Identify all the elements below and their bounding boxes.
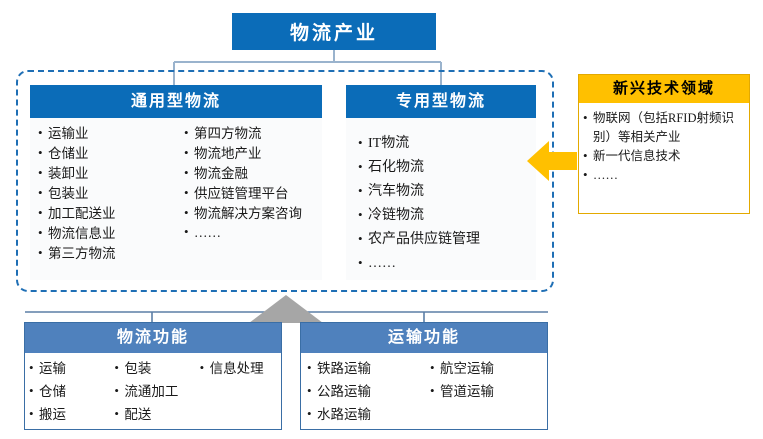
general-column-right: 第四方物流 物流地产业 物流金融 供应链管理平台 物流解决方案咨询 …… — [176, 123, 322, 280]
list-item: 水路运输 — [307, 402, 424, 426]
list-item: 汽车物流 — [358, 179, 536, 204]
panel-special-logistics: 专用型物流 IT物流 石化物流 汽车物流 冷链物流 农产品供应链管理 …… — [346, 85, 536, 280]
panel-logistics-function-body: 运输 仓储 搬运 包装 流通加工 配送 信息处理 — [25, 353, 281, 429]
panel-general-logistics: 通用型物流 运输业 仓储业 装卸业 包装业 加工配送业 物流信息业 第三方物流 … — [30, 85, 322, 280]
panel-special-logistics-body: IT物流 石化物流 汽车物流 冷链物流 农产品供应链管理 …… — [346, 118, 536, 280]
panel-emerging-technology-body: 物联网（包括RFID射频识别）等相关产业 新一代信息技术 …… — [579, 103, 749, 213]
logistics-function-list-1: 运输 仓储 搬运 — [29, 356, 110, 426]
page-title: 物流产业 — [232, 13, 436, 50]
list-item: 公路运输 — [307, 379, 424, 403]
list-item: 铁路运输 — [307, 356, 424, 380]
logistics-function-list-3: 信息处理 — [200, 356, 281, 380]
list-item: 运输 — [29, 356, 110, 380]
list-item: 配送 — [114, 402, 195, 426]
list-item: 装卸业 — [38, 163, 176, 184]
list-item: 物流解决方案咨询 — [184, 203, 322, 223]
transport-function-column-1: 铁路运输 公路运输 水路运输 — [301, 356, 424, 429]
panel-transport-function-header: 运输功能 — [301, 323, 547, 353]
list-item: 仓储 — [29, 379, 110, 403]
list-item: 供应链管理平台 — [184, 183, 322, 204]
industry-scope-group — [16, 70, 554, 292]
general-column-left: 运输业 仓储业 装卸业 包装业 加工配送业 物流信息业 第三方物流 — [30, 123, 176, 280]
logistics-function-list-2: 包装 流通加工 配送 — [114, 356, 195, 426]
list-item: 物联网（包括RFID射频识别）等相关产业 — [583, 108, 745, 147]
list-item: 信息处理 — [200, 356, 281, 380]
list-item: 搬运 — [29, 402, 110, 426]
list-item: 石化物流 — [358, 155, 536, 180]
list-item: 加工配送业 — [38, 203, 176, 224]
panel-emerging-technology: 新兴技术领域 物联网（包括RFID射频识别）等相关产业 新一代信息技术 …… — [578, 74, 750, 214]
list-item: 物流地产业 — [184, 143, 322, 164]
list-item: 农产品供应链管理 — [358, 227, 536, 252]
list-item: 管道运输 — [430, 379, 547, 403]
list-item: …… — [583, 165, 745, 185]
panel-transport-function-body: 铁路运输 公路运输 水路运输 航空运输 管道运输 — [301, 353, 547, 429]
transport-function-list-1: 铁路运输 公路运输 水路运输 — [307, 356, 424, 426]
list-item: 物流金融 — [184, 163, 322, 184]
logistics-function-column-2: 包装 流通加工 配送 — [110, 356, 195, 429]
logistics-function-column-3: 信息处理 — [196, 356, 281, 429]
panel-general-logistics-header: 通用型物流 — [30, 85, 322, 118]
list-item: IT物流 — [358, 131, 536, 156]
logistics-function-column-1: 运输 仓储 搬运 — [25, 356, 110, 429]
list-item: 冷链物流 — [358, 203, 536, 228]
list-item: …… — [358, 251, 536, 276]
list-item: 流通加工 — [114, 379, 195, 403]
list-item: 航空运输 — [430, 356, 547, 380]
general-list-left: 运输业 仓储业 装卸业 包装业 加工配送业 物流信息业 第三方物流 — [38, 123, 176, 264]
transport-function-list-2: 航空运输 管道运输 — [430, 356, 547, 403]
panel-emerging-technology-header: 新兴技术领域 — [579, 75, 749, 103]
list-item: 物流信息业 — [38, 223, 176, 244]
general-list-right: 第四方物流 物流地产业 物流金融 供应链管理平台 物流解决方案咨询 …… — [184, 123, 322, 243]
transport-function-column-2: 航空运输 管道运输 — [424, 356, 547, 429]
panel-logistics-function-header: 物流功能 — [25, 323, 281, 353]
list-item: 运输业 — [38, 123, 176, 144]
list-item: 仓储业 — [38, 143, 176, 164]
page-title-label: 物流产业 — [289, 23, 378, 44]
arrow-up-icon — [249, 295, 323, 323]
special-list: IT物流 石化物流 汽车物流 冷链物流 农产品供应链管理 …… — [358, 131, 536, 276]
panel-transport-function: 运输功能 铁路运输 公路运输 水路运输 航空运输 管道运输 — [300, 322, 548, 430]
arrow-left-icon — [527, 141, 577, 181]
list-item: 包装 — [114, 356, 195, 380]
panel-general-logistics-body: 运输业 仓储业 装卸业 包装业 加工配送业 物流信息业 第三方物流 第四方物流 … — [30, 118, 322, 280]
tech-list: 物联网（包括RFID射频识别）等相关产业 新一代信息技术 …… — [583, 108, 745, 185]
panel-logistics-function: 物流功能 运输 仓储 搬运 包装 流通加工 配送 信息处理 — [24, 322, 282, 430]
list-item: 第四方物流 — [184, 123, 322, 144]
list-item: 新一代信息技术 — [583, 146, 745, 166]
panel-special-logistics-header: 专用型物流 — [346, 85, 536, 118]
list-item: …… — [184, 222, 322, 243]
list-item: 第三方物流 — [38, 243, 176, 264]
list-item: 包装业 — [38, 183, 176, 204]
